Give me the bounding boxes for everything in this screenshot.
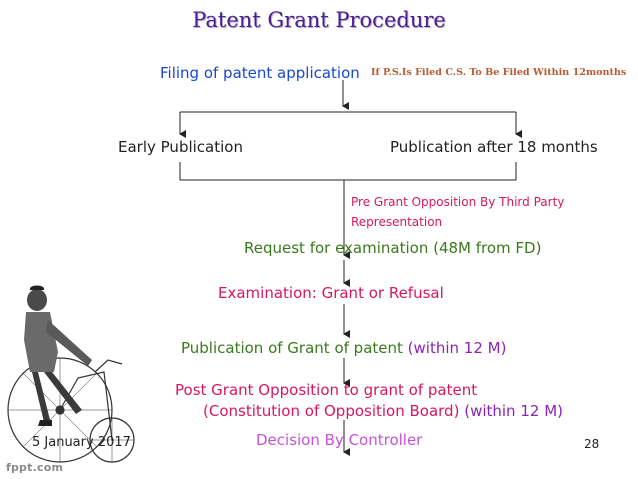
early-publication-label: Early Publication bbox=[118, 138, 243, 156]
filing-label: Filing of patent application bbox=[160, 64, 360, 82]
pre-grant-line-1: Pre Grant Opposition By Third Party bbox=[351, 195, 565, 209]
request-for-examination: Request for examination (48M from FD) bbox=[244, 239, 542, 257]
decision-by-controller: Decision By Controller bbox=[256, 431, 423, 449]
pre-grant-line-2: Representation bbox=[351, 215, 443, 229]
post-grant-opposition: Post Grant Opposition to grant of patent bbox=[175, 381, 478, 399]
page-number: 28 bbox=[584, 437, 600, 451]
pre-grant-opposition: Pre Grant Opposition By Third Party Repr… bbox=[351, 192, 611, 232]
opposition-board-timing: (within 12 M) bbox=[464, 402, 563, 420]
filing-note: If P.S.Is Filed C.S. To Be Filed Within … bbox=[371, 67, 627, 78]
publication-grant-label: Publication of Grant of patent bbox=[181, 339, 403, 357]
opposition-board: (Constitution of Opposition Board) (with… bbox=[203, 402, 563, 420]
publication-grant-timing: (within 12 M) bbox=[407, 339, 507, 357]
footer-date: 5 January 2017 bbox=[32, 435, 131, 450]
opposition-board-label: (Constitution of Opposition Board) bbox=[203, 402, 460, 420]
brand-logo: fppt.com bbox=[6, 461, 64, 474]
examination-step: Examination: Grant or Refusal bbox=[218, 284, 444, 302]
publication-of-grant: Publication of Grant of patent (within 1… bbox=[181, 339, 506, 357]
slide-title: Patent Grant Procedure bbox=[192, 8, 446, 32]
publication-after-label: Publication after 18 months bbox=[390, 138, 598, 156]
